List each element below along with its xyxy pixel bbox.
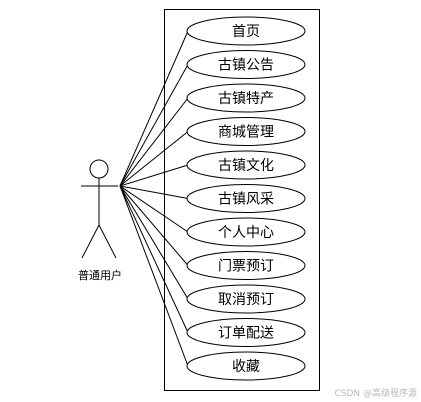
use-case-label: 商城管理	[218, 125, 274, 141]
use-case: 古镇公告	[186, 50, 306, 79]
use-case-ellipse	[186, 351, 306, 381]
association-line	[119, 185, 189, 300]
use-case: 收藏	[186, 351, 306, 381]
use-case: 古镇风采	[186, 184, 306, 213]
use-case: 取消预订	[186, 284, 306, 314]
association-line	[119, 164, 189, 187]
use-case: 门票预订	[186, 251, 306, 280]
use-case-label: 古镇风采	[218, 192, 274, 208]
use-case: 订单配送	[186, 318, 306, 347]
association-line	[119, 97, 189, 187]
association-line	[119, 131, 189, 187]
use-case-ellipse	[186, 251, 306, 280]
use-case-label: 取消预订	[218, 292, 274, 308]
actor-left-leg	[81, 224, 100, 259]
use-case-ellipse	[186, 117, 306, 146]
use-case-label: 收藏	[232, 359, 260, 375]
use-case-ellipse	[186, 184, 306, 213]
actor-name: 普通用户	[78, 268, 122, 282]
use-case: 古镇特产	[186, 83, 306, 113]
association-line	[119, 30, 189, 187]
association-line	[119, 185, 189, 266]
use-case-label: 订单配送	[218, 326, 274, 342]
association-line	[119, 185, 189, 367]
actor: 普通用户	[78, 159, 122, 282]
watermark: CSDN @高级程序源	[334, 387, 417, 399]
use-case-label: 古镇文化	[218, 158, 274, 174]
use-case-label: 古镇特产	[218, 91, 274, 107]
use-case-label: 门票预订	[218, 259, 274, 275]
use-case: 古镇文化	[186, 150, 306, 180]
associations	[119, 30, 189, 367]
association-line	[119, 185, 189, 333]
system-boundary	[164, 9, 320, 391]
use-case-label: 个人中心	[218, 225, 274, 241]
use-case-ellipse	[186, 16, 306, 46]
use-case-ellipse	[186, 284, 306, 314]
use-case-ellipse	[186, 217, 306, 247]
use-case-label: 古镇公告	[218, 58, 274, 74]
use-case-ellipse	[186, 318, 306, 347]
use-case: 首页	[186, 16, 306, 46]
use-case-label: 首页	[232, 24, 260, 40]
use-case-ellipse	[186, 83, 306, 113]
use-case-ellipse	[186, 50, 306, 79]
association-line	[119, 185, 189, 233]
use-case: 个人中心	[186, 217, 306, 247]
association-line	[119, 64, 189, 187]
use-case: 商城管理	[186, 117, 306, 146]
use-case-ellipse	[186, 150, 306, 180]
association-line	[119, 185, 189, 199]
actor-head	[89, 159, 109, 179]
actor-right-leg	[98, 224, 117, 259]
